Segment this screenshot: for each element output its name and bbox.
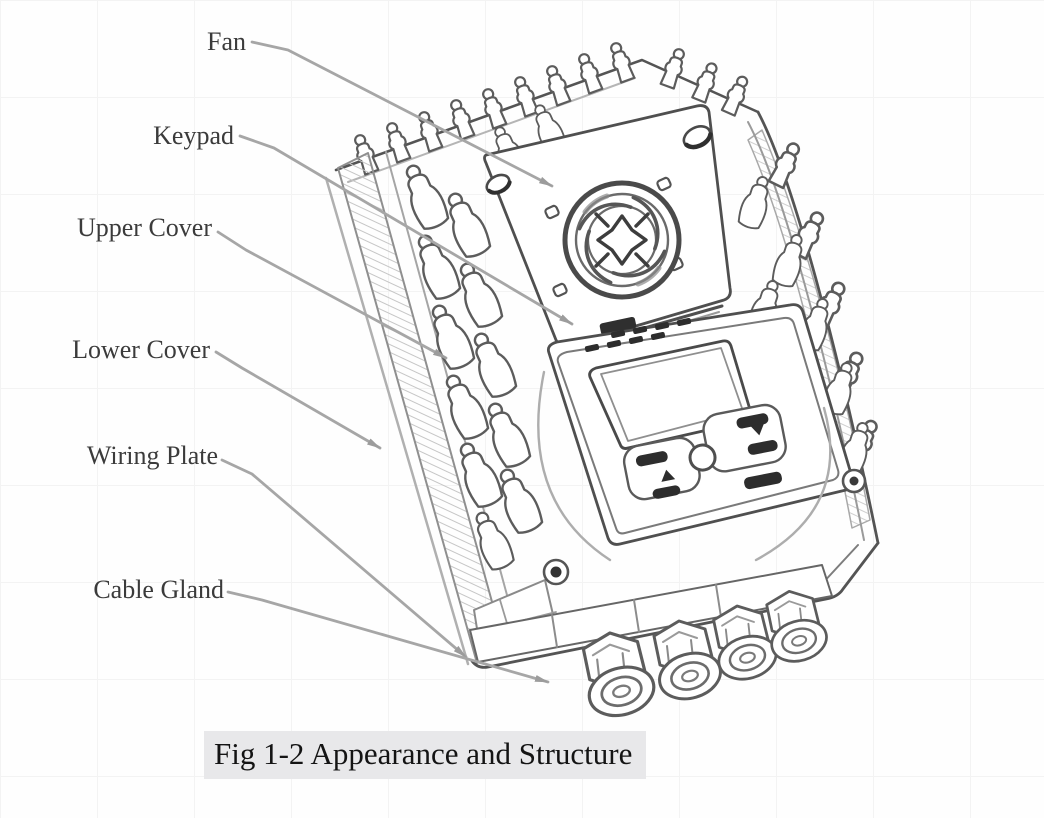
upper-cover-edge-hatch bbox=[324, 151, 517, 666]
label-cable-gland: Cable Gland bbox=[93, 575, 224, 604]
label-fan: Fan bbox=[207, 27, 246, 56]
leader-line-upper-cover bbox=[216, 230, 448, 360]
keypad-buttons bbox=[622, 403, 787, 501]
cable-gland bbox=[765, 589, 833, 669]
wiring-plate-band bbox=[469, 564, 833, 663]
fan-grille bbox=[562, 180, 682, 300]
fan-mounting-hole bbox=[485, 173, 512, 195]
label-upper-cover: Upper Cover bbox=[76, 213, 212, 242]
leader-line-fan bbox=[250, 40, 554, 188]
leader-line-wiring-plate bbox=[220, 458, 468, 659]
figure-caption: Fig 1-2 Appearance and Structure bbox=[204, 731, 647, 779]
keypad-panel bbox=[537, 303, 855, 562]
label-keypad: Keypad bbox=[153, 121, 234, 150]
fan-mounting-hole bbox=[682, 125, 713, 150]
keypad-leds bbox=[584, 317, 692, 353]
leader-line-keypad bbox=[238, 134, 574, 326]
cable-gland bbox=[581, 631, 662, 725]
label-lower-cover: Lower Cover bbox=[72, 335, 210, 364]
leader-line-cable-gland bbox=[226, 590, 550, 684]
keypad-knob bbox=[688, 443, 717, 472]
leader-lines bbox=[214, 40, 574, 684]
label-wiring-plate: Wiring Plate bbox=[86, 441, 218, 470]
leader-line-lower-cover bbox=[214, 350, 382, 450]
